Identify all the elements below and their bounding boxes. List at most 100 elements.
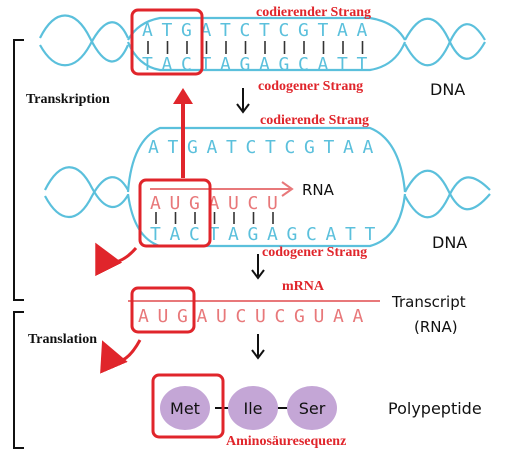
amino-acid-met [160,386,210,430]
curved-red-arrow-mid [95,242,138,277]
amino-acid-ser [287,386,337,430]
amino-acid-label: Met [170,399,200,418]
transcript-rna-label: (RNA) [414,318,458,336]
amino-acid-ile [228,386,278,430]
mid-template-base: G [287,224,298,245]
down-arrow-1 [236,88,250,114]
top-template-base: A [259,54,270,75]
mrna-base: C [275,306,286,327]
up-red-arrow [173,88,193,178]
mid-template-base: A [326,224,337,245]
top-template-base: C [298,54,309,75]
codierender-strang-top-label: codierender Strang [256,5,371,20]
top-coding-base: T [220,20,231,41]
rna-growth-arrow [150,181,294,197]
mid-dna-bubble [44,126,491,248]
mrna-codon-highlight [130,286,196,334]
top-coding-base: A [201,20,212,41]
top-coding-base: T [259,20,270,41]
mid-coding-base: A [207,137,218,158]
codogener-strang-mid-label: codogener Strang [262,245,367,260]
mrna-base: A [197,306,208,327]
mrna-base: U [216,306,227,327]
mid-rna-base: A [209,193,220,214]
top-template-base: A [162,54,173,75]
top-coding-base: C [240,20,251,41]
top-dna-helix [39,14,486,72]
aminosaeuresequenz-label: Aminosäuresequenz [226,434,346,449]
top-template-base: C [181,54,192,75]
mid-coding-base: G [187,137,198,158]
codierende-strang-mid-label: codierende Strang [260,113,369,128]
mid-coding-base: A [343,137,354,158]
mid-coding-base: T [168,137,179,158]
polypeptide-label: Polypeptide [388,399,482,418]
mrna-base: U [158,306,169,327]
mid-template-base: T [209,224,220,245]
top-template-base: T [357,54,368,75]
top-coding-base: A [357,20,368,41]
mrna-base: U [314,306,325,327]
mrna-base: U [255,306,266,327]
mrna-base: A [138,306,149,327]
transkription-label: Transkription [26,92,110,107]
mid-coding-base: T [324,137,335,158]
top-template-base: T [201,54,212,75]
mid-template-base: T [345,224,356,245]
dna-mid-label: DNA [432,233,467,252]
top-template-base: T [142,54,153,75]
dna-top-label: DNA [430,80,465,99]
top-template-base: G [279,54,290,75]
mid-template-base: T [150,224,161,245]
mid-template-base: G [248,224,259,245]
mid-rna-base: G [189,193,200,214]
top-template-base: G [240,54,251,75]
mid-coding-base: G [304,137,315,158]
mid-template-base: A [267,224,278,245]
mid-template-base: T [365,224,376,245]
mid-rna-base: U [267,193,278,214]
mid-coding-base: T [265,137,276,158]
mid-coding-base: A [148,137,159,158]
mrna-base: A [333,306,344,327]
top-template-base: T [337,54,348,75]
top-coding-base: C [279,20,290,41]
top-coding-base: A [142,20,153,41]
mid-rna-base: C [248,193,259,214]
mrna-base: A [353,306,364,327]
mid-rna-base: A [150,193,161,214]
top-coding-base: G [181,20,192,41]
mid-coding-base: A [363,137,374,158]
top-coding-base: T [162,20,173,41]
mid-coding-base: T [226,137,237,158]
mid-template-base: A [228,224,239,245]
top-coding-base: A [337,20,348,41]
codogener-strang-top-label: codogener Strang [258,79,363,94]
mrna-base: C [236,306,247,327]
transcript-label: Transcript [391,293,466,311]
met-highlight [151,373,225,439]
translation-label: Translation [28,332,97,347]
top-template-base: A [318,54,329,75]
down-arrow-3 [251,334,265,360]
top-coding-base: G [298,20,309,41]
curved-red-arrow-bottom [100,339,142,374]
mrna-base: G [294,306,305,327]
mid-coding-base: C [246,137,257,158]
mid-template-base: C [189,224,200,245]
top-coding-base: T [318,20,329,41]
down-arrow-2 [251,254,265,280]
mid-template-base: C [306,224,317,245]
mid-rna-base: U [228,193,239,214]
mrna-label: mRNA [282,279,325,294]
left-bracket [13,39,24,449]
mid-rna-base: U [170,193,181,214]
